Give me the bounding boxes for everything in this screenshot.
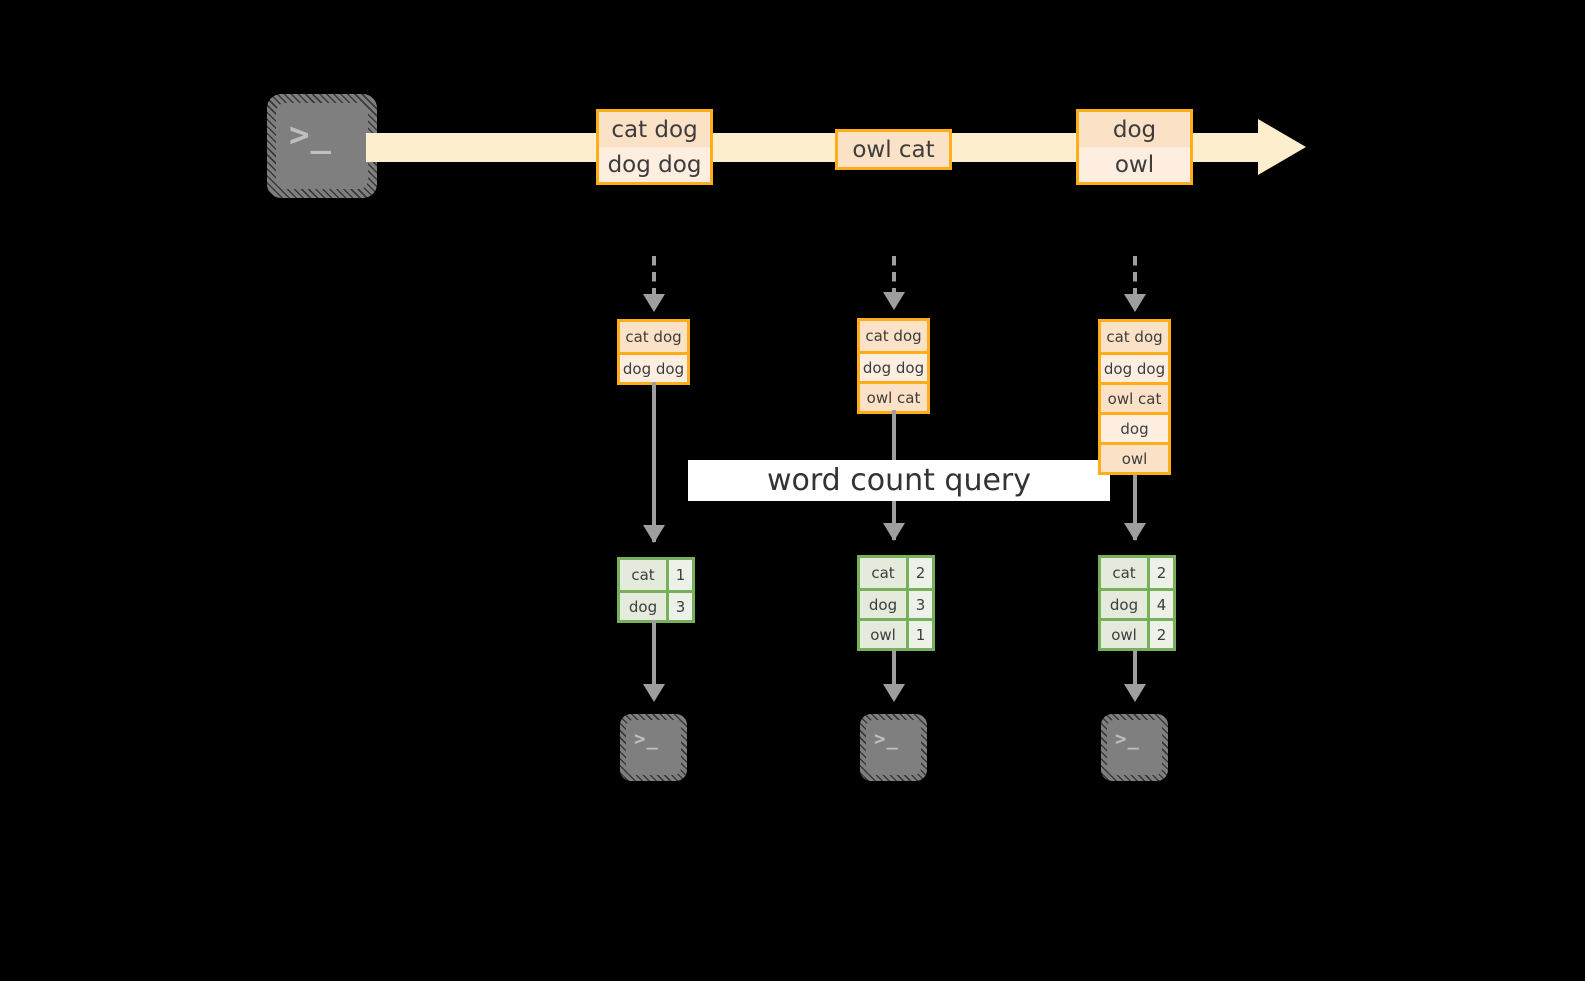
record-line: owl bbox=[1079, 147, 1190, 182]
sink-connector-3 bbox=[1133, 650, 1137, 688]
terminal-prompt-glyph: >_ bbox=[289, 115, 332, 155]
stream-record-batch-3: dog owl bbox=[1076, 109, 1193, 185]
query-arrowhead-1 bbox=[643, 525, 665, 543]
word-count-result-t2: cat 2 dog 3 owl 1 bbox=[857, 555, 935, 651]
result-count: 1 bbox=[906, 621, 932, 648]
query-connector-3 bbox=[1133, 470, 1137, 540]
accumulated-line: cat dog bbox=[860, 321, 927, 351]
record-line: cat dog bbox=[599, 112, 710, 147]
table-row: dog 4 bbox=[1101, 588, 1173, 618]
sink-arrowhead-3 bbox=[1124, 684, 1146, 702]
table-row: dog 3 bbox=[860, 588, 932, 618]
sink-terminal-icon-t2: >_ bbox=[860, 714, 927, 781]
accumulated-records-t2: cat dog dog dog owl cat bbox=[857, 318, 930, 414]
stream-tap-arrowhead-2 bbox=[883, 292, 905, 310]
accumulated-line: owl bbox=[1101, 442, 1168, 472]
sink-arrowhead-2 bbox=[883, 684, 905, 702]
result-word: owl bbox=[860, 621, 906, 648]
stream-record-batch-2: owl cat bbox=[835, 129, 952, 170]
sink-terminal-icon-t1: >_ bbox=[620, 714, 687, 781]
accumulated-records-t3-overlay: cat dog dog dog owl cat dog owl bbox=[1098, 319, 1171, 475]
stream-tap-arrowhead-3 bbox=[1124, 294, 1146, 312]
sink-terminal-icon-t3: >_ bbox=[1101, 714, 1168, 781]
stream-tap-connector-1 bbox=[652, 256, 656, 294]
query-arrowhead-2 bbox=[883, 523, 905, 541]
table-row: owl 2 bbox=[1101, 618, 1173, 648]
record-line: owl cat bbox=[838, 132, 949, 167]
result-word: cat bbox=[1101, 558, 1147, 588]
result-word: cat bbox=[620, 560, 666, 590]
table-row: owl 1 bbox=[860, 618, 932, 648]
result-count: 2 bbox=[906, 558, 932, 588]
sink-arrowhead-1 bbox=[643, 684, 665, 702]
result-count: 4 bbox=[1147, 591, 1173, 618]
event-stream-arrow-head bbox=[1258, 119, 1306, 175]
query-label-text: word count query bbox=[766, 463, 1032, 498]
table-row: dog 3 bbox=[620, 590, 692, 620]
terminal-prompt-glyph: >_ bbox=[634, 728, 659, 750]
query-arrowhead-3 bbox=[1124, 523, 1146, 541]
stream-tap-connector-3 bbox=[1133, 256, 1137, 294]
record-line: dog bbox=[1079, 112, 1190, 147]
terminal-prompt-glyph: >_ bbox=[874, 728, 899, 750]
result-word: dog bbox=[860, 591, 906, 618]
table-row: cat 1 bbox=[620, 560, 692, 590]
stream-tap-connector-2 bbox=[892, 256, 896, 294]
sink-connector-2 bbox=[892, 650, 896, 688]
result-word: cat bbox=[860, 558, 906, 588]
result-count: 2 bbox=[1147, 558, 1173, 588]
result-count: 3 bbox=[666, 593, 692, 620]
word-count-result-t1: cat 1 dog 3 bbox=[617, 557, 695, 623]
result-word: dog bbox=[620, 593, 666, 620]
accumulated-line: owl cat bbox=[1101, 382, 1168, 412]
source-terminal-icon: >_ bbox=[267, 94, 377, 198]
result-count: 2 bbox=[1147, 621, 1173, 648]
terminal-screen bbox=[866, 720, 921, 775]
record-line: dog dog bbox=[599, 147, 710, 182]
result-count: 3 bbox=[906, 591, 932, 618]
word-count-result-t3: cat 2 dog 4 owl 2 bbox=[1098, 555, 1176, 651]
stream-record-batch-1: cat dog dog dog bbox=[596, 109, 713, 185]
accumulated-line: cat dog bbox=[1101, 322, 1168, 352]
accumulated-line: dog dog bbox=[860, 351, 927, 381]
accumulated-line: dog dog bbox=[1101, 352, 1168, 382]
accumulated-records-t1: cat dog dog dog bbox=[617, 319, 690, 385]
accumulated-line: owl cat bbox=[860, 381, 927, 411]
accumulated-line: cat dog bbox=[620, 322, 687, 352]
table-row: cat 2 bbox=[1101, 558, 1173, 588]
result-word: owl bbox=[1101, 621, 1147, 648]
result-count: 1 bbox=[666, 560, 692, 590]
result-word: dog bbox=[1101, 591, 1147, 618]
table-row: cat 2 bbox=[860, 558, 932, 588]
terminal-screen bbox=[276, 103, 368, 189]
query-connector-1 bbox=[652, 382, 656, 542]
terminal-prompt-glyph: >_ bbox=[1115, 728, 1140, 750]
accumulated-line: dog dog bbox=[620, 352, 687, 382]
accumulated-line: dog bbox=[1101, 412, 1168, 442]
query-label-band: word count query bbox=[688, 460, 1110, 501]
stream-tap-arrowhead-1 bbox=[643, 294, 665, 312]
terminal-screen bbox=[626, 720, 681, 775]
terminal-screen bbox=[1107, 720, 1162, 775]
sink-connector-1 bbox=[652, 620, 656, 688]
